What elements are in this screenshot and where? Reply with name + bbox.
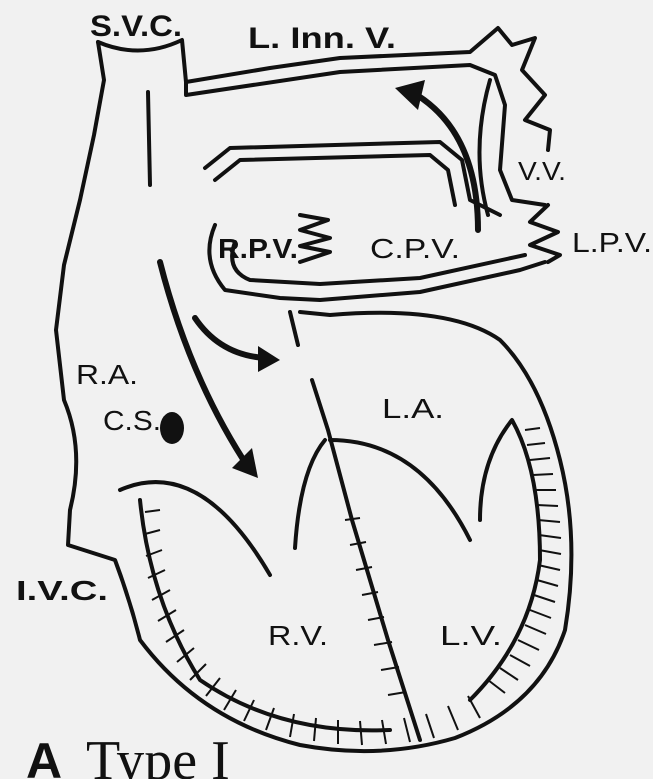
label-rv: R.V.	[268, 620, 328, 651]
ra-wall	[148, 92, 150, 185]
label-cs: C.S.	[103, 405, 161, 436]
label-cpv: C.P.V.	[370, 233, 460, 264]
label-rpv: R.P.V.	[218, 233, 298, 264]
label-ivc: I.V.C.	[16, 575, 108, 606]
caption-text: Type I	[86, 730, 230, 779]
caption-letter: A	[26, 733, 62, 779]
label-svc: S.V.C.	[90, 10, 182, 43]
label-la: L.A.	[382, 393, 444, 424]
label-l-inn-v: L. Inn. V.	[248, 22, 396, 55]
label-lpv: L.P.V.	[572, 227, 652, 258]
coronary-sinus-ostium	[160, 412, 184, 444]
label-ra: R.A.	[76, 359, 138, 390]
label-lv: L.V.	[440, 620, 502, 651]
label-vv: V.V.	[518, 156, 566, 186]
